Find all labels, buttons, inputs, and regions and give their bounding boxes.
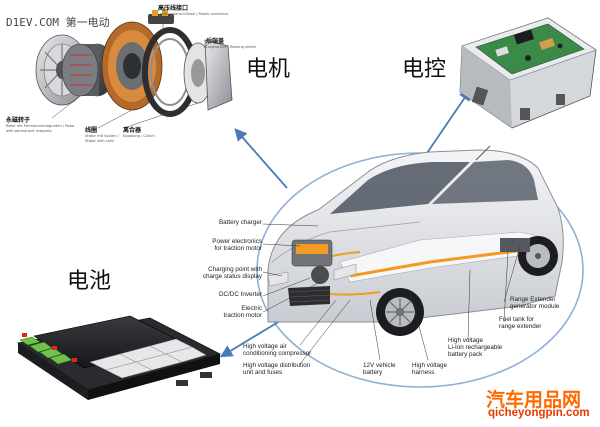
callout-electric-motor: Electric traction motor [223, 305, 263, 320]
rotor-cn: 永磁转子 [6, 117, 31, 124]
hv-port-cn: 高压线接口 [158, 5, 189, 12]
motor-part-rotor: 永磁转子 Rotor mit Permanentmagneten / Rotor… [6, 117, 76, 133]
brand-url: qicheyongpin.com [488, 407, 590, 419]
stator-cn: 线圈 [85, 127, 98, 134]
brand-logo-text: 汽车用品网 [486, 389, 582, 411]
arrow-to-controller [424, 87, 472, 157]
callout-power-electronics: Power electronics for traction motor [212, 238, 262, 253]
motor-part-stator: 线圈 Stator mit Spulen / Stator with coils [85, 127, 127, 143]
battery-pack [16, 315, 222, 400]
motor-part-rear-cover: 后端盖 Lagerschild / Bearing shield [206, 38, 256, 50]
callout-charging-point: Charging point with charge status displa… [202, 266, 262, 281]
callout-dcdc-inverter: DC/DC Inverter [218, 291, 262, 298]
motor-part-hv-port: 高压线接口 Leistungsanschlüsse / Power connec… [158, 5, 228, 17]
battery-label: 电池 [67, 269, 112, 294]
callout-range-extender: Range Extender generator module [510, 296, 560, 311]
clutch-cn: 离合器 [123, 127, 142, 134]
callout-12v-battery: 12V vehicle battery [363, 362, 396, 377]
callout-battery-charger: Battery charger [218, 219, 262, 226]
callout-hv-harness: High voltage harness [412, 362, 448, 377]
motor-exploded-view [35, 10, 233, 129]
motor-label: 电机 [246, 57, 291, 82]
motor-part-clutch: 离合器 Kupplung / Clutch [123, 127, 167, 139]
controller-label: 电控 [402, 57, 447, 82]
rotor-en: Rotor mit Permanentmagneten / Rotor with… [6, 124, 75, 133]
callout-hv-distribution: High voltage distribution unit and fuses [243, 362, 311, 377]
callout-hv-ac-compressor: High voltage air conditioning compressor [243, 343, 312, 358]
ev-car-cutaway [262, 145, 564, 365]
rear-cover-cn: 后端盖 [206, 38, 225, 45]
watermark-text: D1EV.COM 第一电动 [6, 16, 110, 29]
arrow-to-motor [234, 128, 288, 189]
stator-en: Stator mit Spulen / Stator with coils [85, 134, 119, 143]
callout-li-ion-pack: High voltage Li-Ion rechargeable battery… [448, 337, 503, 359]
hv-port-en: Leistungsanschlüsse / Power connector [158, 12, 229, 16]
rear-cover-en: Lagerschild / Bearing shield [206, 45, 256, 49]
controller-unit [459, 17, 597, 129]
arrow-to-battery [219, 317, 286, 358]
clutch-en: Kupplung / Clutch [123, 134, 155, 138]
callout-fuel-tank: Fuel tank for range extender [499, 316, 542, 331]
